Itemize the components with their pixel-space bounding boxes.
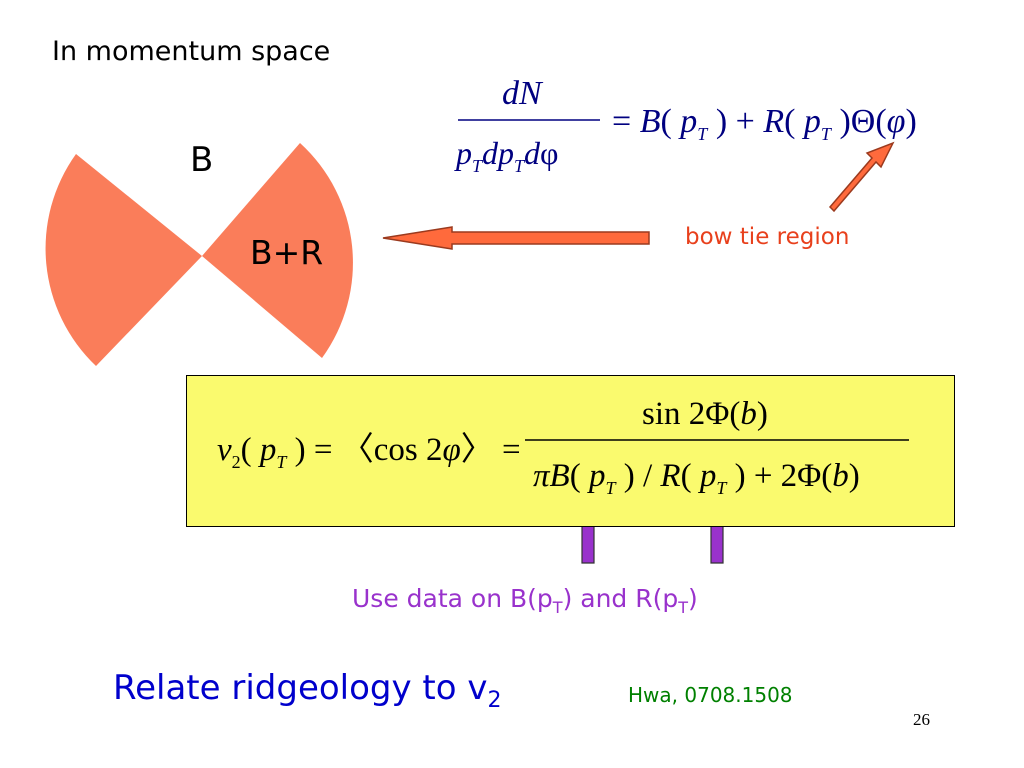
bowtie-left-wedge [45, 154, 202, 366]
bowtie-right-wedge [202, 143, 353, 358]
data-note: Use data on B(pT) and R(pT) [352, 584, 698, 617]
equation2-numerator: sin 2Φ(b) [642, 396, 768, 432]
equation1-rhs: = B( pT ) + R( pT )Θ(φ) [612, 103, 917, 144]
footer-sub: 2 [487, 687, 502, 713]
bowtie-region-label: bow tie region [685, 224, 850, 250]
slide-heading: In momentum space [52, 36, 331, 67]
v2-equation-box: v2( pT ) = 〈cos 2φ〉 = sin 2Φ(b) πB( pT )… [186, 375, 955, 527]
arrow-left-icon [382, 226, 650, 250]
note-sub-2: T [678, 598, 689, 617]
note-middle: ) and R(p [562, 584, 679, 613]
equation-dn-dpt: dN pTdpTdφ = B( pT ) + R( pT )Θ(φ) [454, 75, 917, 176]
citation: Hwa, 0708.1508 [628, 683, 793, 707]
svg-text:pTdpTdφ: pTdpTdφ [454, 135, 559, 176]
page-number: 26 [913, 710, 930, 729]
svg-text:= B( pT ) + R( pT )Θ(φ): = B( pT ) + R( pT )Θ(φ) [612, 103, 917, 144]
svg-text:πB( pT ) / R( pT ) + 2Φ(b): πB( pT ) / R( pT ) + 2Φ(b) [533, 458, 860, 498]
footer-statement: Relate ridgeology to v2 [113, 668, 501, 713]
svg-text:sin 2Φ(b): sin 2Φ(b) [642, 396, 768, 432]
svg-text:v2( pT ) = 〈cos 2φ〉 =: v2( pT ) = 〈cos 2φ〉 = [217, 432, 521, 472]
svg-text:dN: dN [502, 75, 544, 112]
v2-equation: v2( pT ) = 〈cos 2φ〉 = sin 2Φ(b) πB( pT )… [217, 396, 909, 498]
label-b: B [190, 140, 214, 180]
note-sub-1: T [552, 598, 563, 617]
equation1-denominator: pTdpTdφ [454, 135, 559, 176]
label-b-plus-r: B+R [250, 233, 324, 272]
equation2-lhs: v2( pT ) = 〈cos 2φ〉 = [217, 432, 521, 472]
note-prefix: Use data on B(p [352, 584, 553, 613]
equation1-numerator: dN [502, 75, 544, 112]
arrow-up-right-icon [828, 141, 895, 213]
footer-text: Relate ridgeology to v [113, 668, 488, 708]
equation2-denominator: πB( pT ) / R( pT ) + 2Φ(b) [533, 458, 860, 498]
note-suffix: ) [688, 584, 698, 613]
